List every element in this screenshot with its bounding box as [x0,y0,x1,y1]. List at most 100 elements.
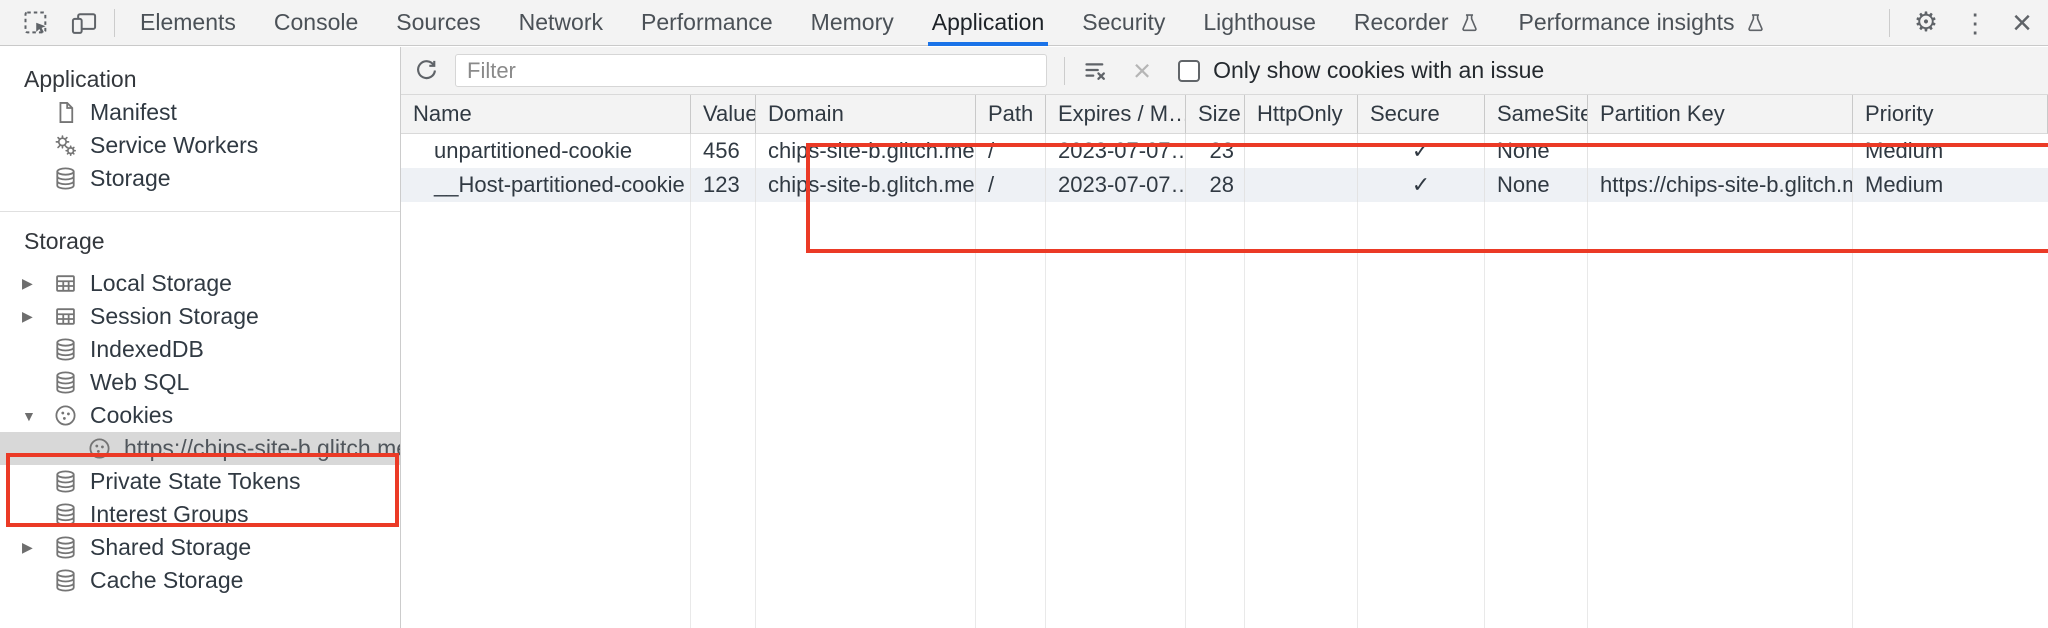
cookie-row-name[interactable]: __Host-partitioned-cookie [401,168,691,202]
cookie-row-priority: Medium [1853,168,2048,202]
sidebar-item-storage[interactable]: Storage [0,162,400,195]
refresh-icon[interactable] [413,57,440,84]
database-icon [56,503,75,526]
table-icon [56,275,75,292]
sidebar-item-session-storage[interactable]: ▶ Session Storage [22,303,259,329]
section-header-application: Application [24,66,137,92]
gears-icon [55,135,77,157]
tab-security[interactable]: Security [1082,9,1166,35]
filter-input[interactable] [455,54,1047,87]
table-filler-column [756,202,976,628]
cookie-row-expires: 2023-07-07… [1046,134,1186,168]
cookie-row-value: 456 [691,134,756,168]
column-header-name[interactable]: Name [401,95,691,134]
column-header-value[interactable]: Value [691,95,756,134]
tab-performance-insights[interactable]: Performance insights [1500,0,1786,46]
cookie-row-name[interactable]: unpartitioned-cookie [401,134,691,168]
database-icon [56,569,75,592]
column-header-size[interactable]: Size [1186,95,1245,134]
sidebar-item-cookies[interactable]: ▼ Cookies [22,402,174,428]
cookie-row-expires: 2023-07-07… [1046,168,1186,202]
column-header-domain[interactable]: Domain [756,95,976,134]
column-header-secure[interactable]: Secure [1358,95,1485,134]
issue-filter-checkbox[interactable] [1178,59,1201,82]
tab-console[interactable]: Console [273,9,359,35]
table-filler-column [976,202,1046,628]
cookies-table: Name Value Domain Path Expires / M… Size… [401,95,2048,628]
experiment-flask-icon [1747,14,1763,32]
table-filler-column [1046,202,1186,628]
cookies-toolbar: × Only show cookies with an issue [401,47,2048,95]
table-filler-column [401,202,691,628]
device-toolbar-icon[interactable] [70,9,98,37]
table-filler-column [1245,202,1358,628]
issue-filter-label[interactable]: Only show cookies with an issue [1213,57,1545,83]
cookie-row-samesite: None [1485,168,1588,202]
delete-cookie-icon[interactable]: × [1133,53,1152,88]
chevron-right-icon[interactable]: ▶ [22,539,33,555]
devtools-tabbar: Elements Console Sources Network Perform… [0,0,2048,46]
inspect-element-icon[interactable] [22,9,50,37]
cookie-row-partition-key [1588,134,1853,168]
sidebar-item-cache-storage[interactable]: Cache Storage [0,564,400,597]
sidebar-item-web-sql[interactable]: Web SQL [0,366,400,399]
tab-elements[interactable]: Elements [140,9,236,35]
cookie-row-secure-check: ✓ [1358,134,1485,168]
clear-filter-icon[interactable] [1082,57,1109,84]
column-header-expires[interactable]: Expires / M… [1046,95,1186,134]
cookie-row-domain: chips-site-b.glitch.me [756,134,976,168]
cookie-row-secure-check: ✓ [1358,168,1485,202]
settings-gear-icon[interactable]: ⚙ [1913,7,1939,37]
sidebar-divider [0,211,400,212]
sidebar-item-cookies-chips-site-b[interactable]: https://chips-site-b.glitch.me [0,432,400,465]
table-filler-column [1358,202,1485,628]
database-icon [56,536,75,559]
section-header-storage: Storage [24,228,105,254]
chevron-right-icon[interactable]: ▶ [22,275,33,291]
more-options-icon[interactable]: ⋮ [1962,7,1989,38]
cookies-pane: × Only show cookies with an issue Name V… [401,47,2048,628]
table-filler-column [1186,202,1245,628]
cookie-row-size: 23 [1186,134,1245,168]
cookie-row-value: 123 [691,168,756,202]
database-icon [56,371,75,394]
sidebar-item-private-state-tokens[interactable]: Private State Tokens [0,465,400,498]
column-header-samesite[interactable]: SameSite [1485,95,1588,134]
chevron-right-icon[interactable]: ▶ [22,308,33,324]
experiment-flask-icon [1461,14,1477,32]
tab-memory[interactable]: Memory [810,9,894,35]
table-filler-column [1588,202,1853,628]
tab-application[interactable]: Application [913,0,1064,46]
cookie-row-httponly [1245,168,1358,202]
cookie-row-samesite: None [1485,134,1588,168]
cookie-row-size: 28 [1186,168,1245,202]
cookie-row-path: / [976,134,1046,168]
sidebar-item-shared-storage[interactable]: ▶ Shared Storage [22,534,252,560]
tab-lighthouse[interactable]: Lighthouse [1203,9,1316,35]
column-header-partition-key[interactable]: Partition Key [1588,95,1853,134]
table-filler-column [691,202,756,628]
cookie-row-partition-key: https://chips-site-b.glitch.me [1588,168,1853,202]
close-devtools-icon[interactable]: × [2012,3,2032,42]
sidebar-item-interest-groups[interactable]: Interest Groups [0,498,400,531]
toolbar-separator [1064,56,1065,85]
sidebar-item-indexeddb[interactable]: IndexedDB [0,333,400,366]
sidebar-item-local-storage[interactable]: ▶ Local Storage [22,270,232,296]
database-icon [56,338,75,361]
cookie-row-domain: chips-site-b.glitch.me [756,168,976,202]
column-header-priority[interactable]: Priority [1853,95,2048,134]
database-icon [56,167,75,190]
database-icon [56,470,75,493]
column-header-path[interactable]: Path [976,95,1046,134]
tab-sources[interactable]: Sources [396,9,481,35]
sidebar-item-service-workers[interactable]: Service Workers [0,129,400,162]
tab-performance[interactable]: Performance [641,9,773,35]
table-icon [56,308,75,325]
tab-network[interactable]: Network [518,9,603,35]
chevron-down-icon[interactable]: ▼ [22,407,36,424]
application-sidebar: Application Manifest Service Workers Sto… [0,47,401,628]
sidebar-item-manifest[interactable]: Manifest [0,96,400,129]
cookie-icon [89,438,110,459]
tab-recorder[interactable]: Recorder [1335,0,1500,46]
column-header-httponly[interactable]: HttpOnly [1245,95,1358,134]
